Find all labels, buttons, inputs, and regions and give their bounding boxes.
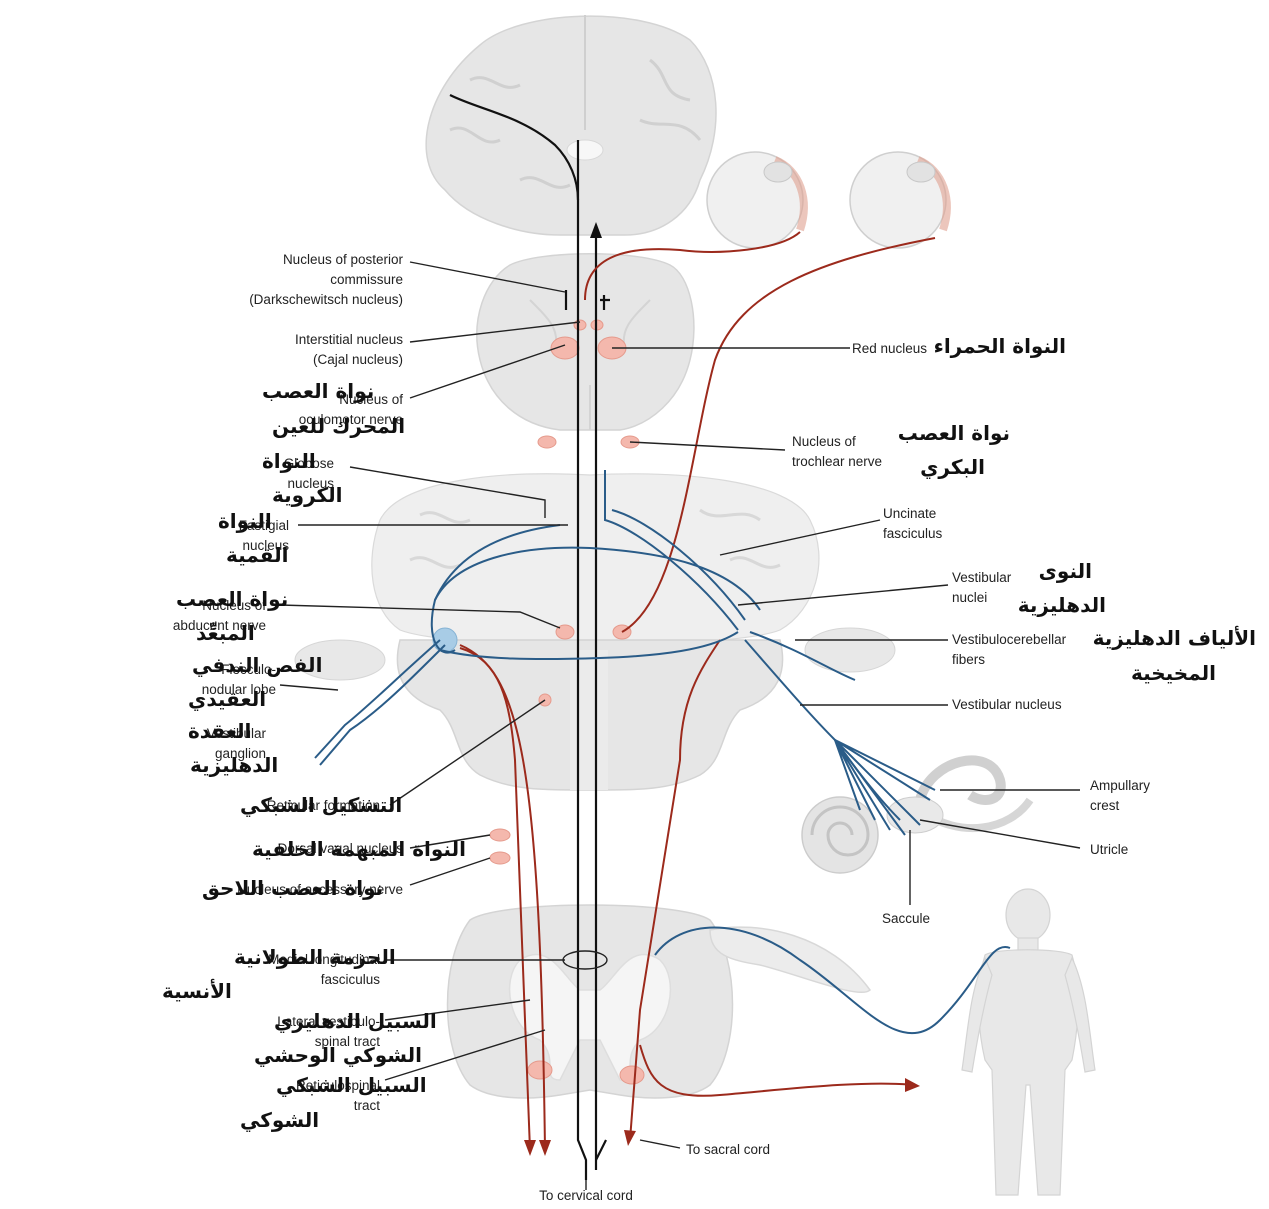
ar-fastigial-2: القمية [226,543,288,567]
ar-vestibular-ganglion-1: العقدة [188,719,251,743]
label-vestibular-nucleus: Vestibular nucleus [952,697,1062,712]
ar-globose-1: النواة [262,449,316,473]
ar-oculomotor-1: نواة العصب [262,379,374,403]
spinal-nerve [710,927,870,992]
midbrain-section [477,254,694,430]
label-red-nucleus: Red nucleus [852,341,927,356]
label-vestibulocerebellar-2: fibers [952,652,985,667]
label-interstitial-1: Interstitial nucleus [295,332,403,347]
ar-flocculonodular-1: الفص الندفي [192,653,322,678]
mlf-descending-2 [596,1140,606,1160]
label-ampullary-1: Ampullary [1090,778,1150,793]
human-figure [962,889,1095,1195]
ar-lateral-vs-1: السبيل الدهليزي [274,1009,437,1034]
ar-oculomotor-2: المحرك للعين [272,414,405,438]
medulla-raphe [570,650,608,790]
label-uncinate-2: fasciculus [883,526,943,541]
ar-trochlear-2: البكري [920,455,985,480]
ar-abducent-1: نواة العصب [176,587,288,611]
label-posterior-commissure-1: Nucleus of posterior [283,252,404,267]
label-uncinate-1: Uncinate [883,506,936,521]
inner-ear [802,760,1030,873]
ar-fastigial-1: النواة [218,509,272,533]
label-mlf-2: fasciculus [321,972,381,987]
ar-reticulospinal-2: الشوكي [240,1108,319,1133]
label-trochlear-1: Nucleus of [792,434,856,449]
ar-abducent-2: المبعِّد [196,621,255,645]
spinal-motor-nucleus-right [620,1066,644,1084]
ar-accessory: نواة العصب اللاحق [202,876,383,900]
ar-flocculonodular-2: العقيدي [188,687,266,712]
ar-red-nucleus: النواة الحمراء [934,334,1066,358]
ar-vestibular-nuclei-1: النوى [1039,559,1092,583]
ar-trochlear-1: نواة العصب [898,421,1010,445]
red-arrow-left [524,1140,536,1156]
ar-mlf-1: الحزمة الطولانية [234,945,396,969]
spinal-motor-nucleus-left [528,1061,552,1079]
label-trochlear-2: trochlear nerve [792,454,882,469]
flocculus-right [805,628,895,672]
label-ampullary-2: crest [1090,798,1120,813]
interstitial-nucleus-left [574,320,586,330]
ar-lateral-vs-2: الشوكي الوحشي [254,1043,422,1068]
dorsal-vagal-nucleus [490,829,510,841]
ar-reticulospinal-1: السبيل الشبكي [276,1073,427,1098]
ar-mlf-2: الأنسية [162,978,232,1003]
label-posterior-commissure-2: commissure [330,272,403,287]
label-vestibular-nuclei-2: nuclei [952,590,987,605]
label-cervical: To cervical cord [539,1188,633,1203]
ventricle [567,140,603,160]
ar-vestibular-nuclei-2: الدهليزية [1018,593,1106,617]
red-arrow-motor [905,1078,920,1092]
ar-vestibular-ganglion-2: الدهليزية [190,753,278,777]
label-vestibulocerebellar-1: Vestibulocerebellar [952,632,1067,647]
ar-dorsal-vagal: النواة المبهمة الخلفية [252,837,466,861]
label-vestibular-nuclei-1: Vestibular [952,570,1012,585]
label-reticulospinal-2: tract [354,1098,381,1113]
ar-vestibulocerebellar-1: الألياف الدهليزية [1093,625,1256,650]
label-interstitial-2: (Cajal nucleus) [313,352,403,367]
trochlear-nucleus-left [538,436,556,448]
ar-globose-2: الكروية [272,483,343,507]
vestibular-nucleus-left [433,628,457,652]
accessory-nucleus [490,852,510,864]
red-arrow-right [539,1140,551,1156]
ar-reticular-formation: التشكيل الشبكي [240,793,402,818]
label-saccule: Saccule [882,911,930,926]
label-posterior-commissure-3: (Darkschewitsch nucleus) [249,292,403,307]
ar-vestibulocerebellar-2: المخيخية [1131,661,1216,685]
label-sacral: To sacral cord [686,1142,770,1157]
red-arrow-sacral [624,1130,636,1146]
label-utricle: Utricle [1090,842,1128,857]
eyeball-right [850,152,947,248]
eyeball-left [707,152,804,248]
